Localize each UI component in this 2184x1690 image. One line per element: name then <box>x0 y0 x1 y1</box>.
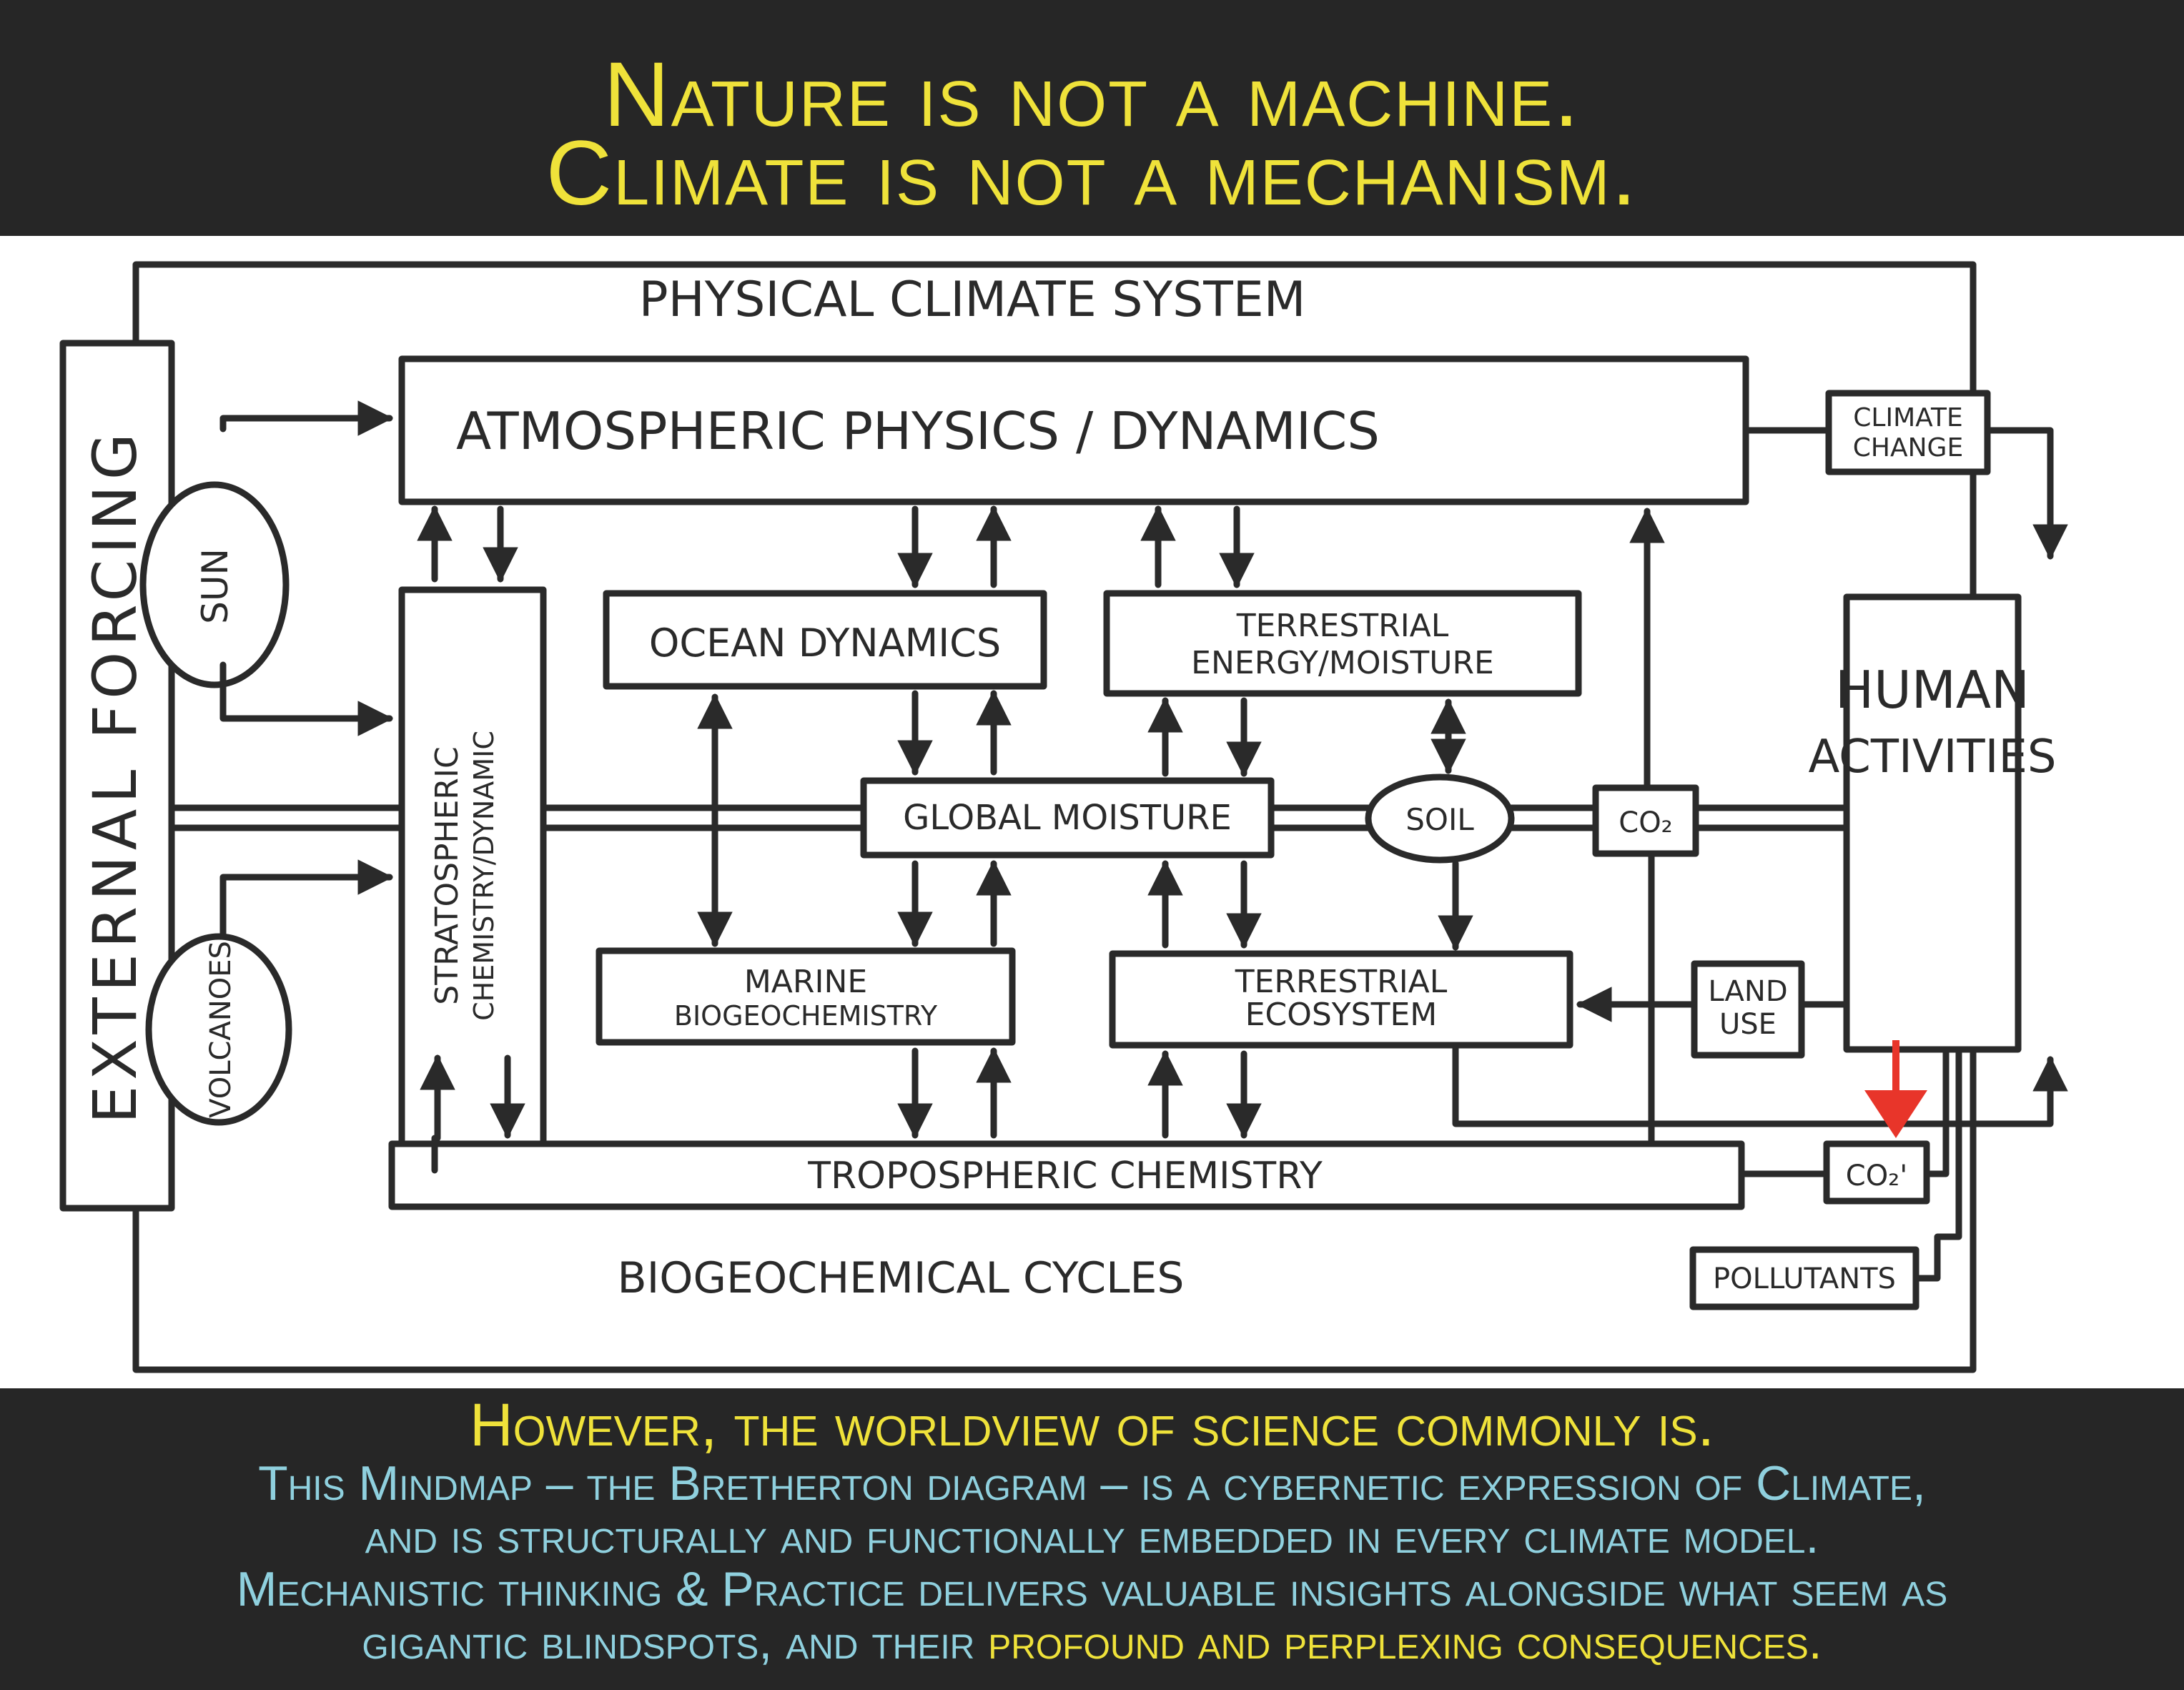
tropospheric-box <box>388 1140 1745 1210</box>
footer-line-5-start: gigantic blindspots, and their <box>362 1615 989 1669</box>
terrestrial-energy-label-2: ENERGY/MOISTURE <box>1191 645 1494 681</box>
marine-box <box>596 947 1016 1046</box>
co2-label: CO₂ <box>1619 806 1672 839</box>
human-activities-label-2: ACTIVITIES <box>1809 731 2057 784</box>
land-use-label-1: LAND <box>1708 975 1787 1008</box>
terrestrial-ecosystem-box <box>1109 950 1573 1049</box>
external-forcing-label: EXTERNAL FORCING <box>80 428 150 1124</box>
marine-label-1: MARINE <box>744 964 867 1000</box>
terrestrial-ecosystem-label-1: TERRESTRIAL <box>1235 964 1448 1000</box>
diagram-canvas: PHYSICAL CLIMATE SYSTEM BIOGEOCHEMICAL C… <box>59 261 2068 1373</box>
footer-banner: However, the worldview of science common… <box>0 1388 2184 1690</box>
footer-line-2: This Mindmap – the Bretherton diagram – … <box>258 1456 1926 1511</box>
bretherton-diagram: PHYSICAL CLIMATE SYSTEM BIOGEOCHEMICAL C… <box>0 236 2184 1388</box>
ocean-dynamics-label: OCEAN DYNAMICS <box>649 621 1001 666</box>
co2-prime-to-human-line <box>1923 1046 1950 1177</box>
terrestrial-energy-label-1: TERRESTRIAL <box>1236 608 1449 644</box>
footer-line-5: gigantic blindspots, and their profound … <box>0 1616 2184 1669</box>
global-moisture-label: GLOBAL MOISTURE <box>903 798 1232 838</box>
atmospheric-box <box>398 355 1749 505</box>
volcanoes-label: VOLCANOES <box>204 941 237 1118</box>
soil-label: SOIL <box>1405 802 1474 837</box>
footer-line-3: and is structurally and functionally emb… <box>365 1509 1819 1563</box>
volcanoes-ellipse <box>145 933 292 1126</box>
sun-to-stratosphere-arrow <box>219 661 393 736</box>
footer-line-4: Mechanistic thinking & Practice delivers… <box>236 1562 1948 1616</box>
pollutants-label: POLLUTANTS <box>1713 1262 1896 1295</box>
climate-change-label-1: CLIMATE <box>1853 403 1962 433</box>
ecosystem-to-human-arrow <box>1452 1042 2068 1127</box>
soil-ellipse <box>1365 774 1515 864</box>
terrestrial-energy-box <box>1103 590 1582 697</box>
footer-headline: However, the worldview of science common… <box>469 1391 1715 1458</box>
ocean-dynamics-box <box>603 590 1047 690</box>
physical-climate-system-label: PHYSICAL CLIMATE SYSTEM <box>639 272 1306 328</box>
global-moisture-box <box>860 777 1275 859</box>
terrestrial-ecosystem-label-2: ECOSYSTEM <box>1245 997 1438 1033</box>
header-banner: Nature is not a machine. Climate is not … <box>0 0 2184 236</box>
human-activities-box <box>1843 593 2022 1053</box>
headline-line-2: Climate is not a mechanism. <box>545 122 1639 224</box>
atmospheric-label: ATMOSPHERIC PHYSICS / DYNAMICS <box>456 401 1380 461</box>
headline-line-1: Nature is not a machine. <box>603 44 1581 146</box>
footer-line-5-highlight: profound and perplexing consequences. <box>988 1615 1822 1669</box>
human-activities-label-1: HUMAN <box>1835 660 2030 720</box>
pollutants-to-human-line <box>1912 1046 1962 1282</box>
stratospheric-label-1: STRATOSPHERIC <box>429 746 465 1004</box>
land-use-box <box>1691 960 1805 1059</box>
sun-to-atmosphere-arrow <box>219 400 393 436</box>
stratospheric-label-2: CHEMISTRY/DYNAMIC <box>468 731 500 1021</box>
climate-change-label-2: CHANGE <box>1853 433 1963 463</box>
tropospheric-label: TROPOSPHERIC CHEMISTRY <box>807 1155 1323 1197</box>
red-highlight-arrow <box>1864 1040 1927 1138</box>
marine-label-2: BIOGEOCHEMISTRY <box>674 1000 938 1032</box>
climate-change-to-human-arrow <box>1984 427 2068 560</box>
land-use-label-2: USE <box>1719 1008 1777 1041</box>
sun-label: SUN <box>194 548 236 624</box>
sun-ellipse <box>139 481 290 688</box>
biogeochemical-cycles-label: BIOGEOCHEMICAL CYCLES <box>617 1253 1184 1303</box>
co2-prime-label: CO₂' <box>1846 1160 1907 1192</box>
volcanoes-to-stratosphere-arrow <box>219 859 393 940</box>
